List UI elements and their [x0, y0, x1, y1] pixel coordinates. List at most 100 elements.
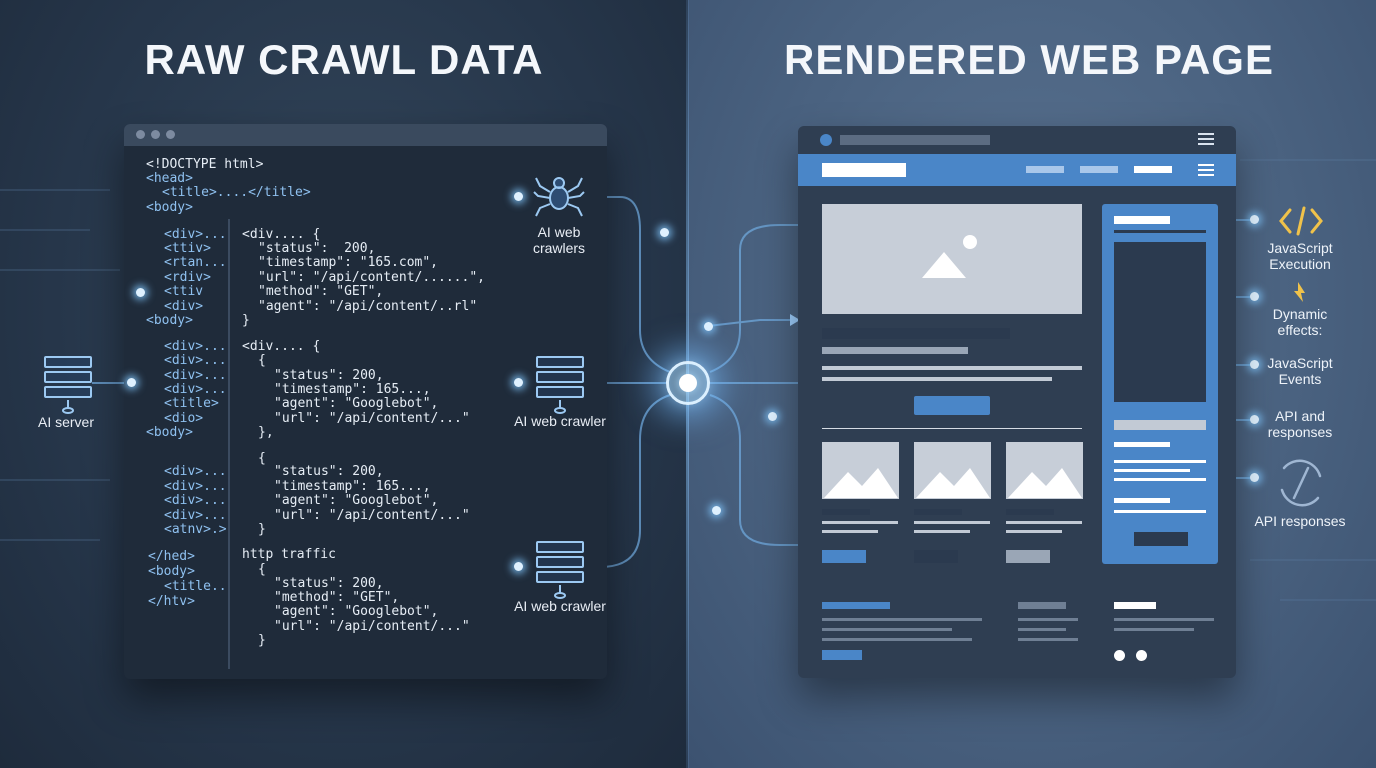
card-image — [914, 442, 991, 499]
image-placeholder-icon — [1008, 468, 1082, 498]
footer-heading — [1018, 602, 1066, 609]
card-button[interactable] — [822, 550, 866, 563]
json-line: "agent": "Googlebot", — [274, 493, 439, 508]
server-slab — [536, 386, 584, 398]
code-line: <div>... — [164, 479, 227, 494]
footer-line — [1114, 628, 1194, 631]
image-placeholder-icon — [922, 235, 977, 278]
json-line: } — [258, 522, 266, 537]
json-line: } — [258, 633, 266, 648]
nav-link[interactable] — [1080, 166, 1118, 173]
json-line: <div.... { — [242, 227, 321, 242]
server-slab — [536, 356, 584, 368]
browser-dot — [820, 134, 832, 146]
code-line: <div>... — [164, 464, 227, 479]
api-responses-label: API responses — [1254, 513, 1346, 529]
sidebar-link[interactable] — [1114, 498, 1170, 503]
code-line: <title> — [164, 396, 219, 411]
footer-button[interactable] — [822, 650, 862, 660]
json-line: "method": "GET", — [258, 284, 384, 299]
connector-dot — [1250, 360, 1259, 369]
code-line: </hed> — [148, 549, 195, 564]
code-line: <div>... — [164, 382, 227, 397]
section-divider — [822, 428, 1082, 429]
window-dot — [151, 130, 160, 139]
code-window: <!DOCTYPE html> <head> <title>....</titl… — [124, 124, 607, 679]
footer-line — [1018, 628, 1066, 631]
refresh-icon — [1280, 459, 1322, 507]
sidebar-link[interactable] — [1114, 442, 1170, 447]
social-icon[interactable] — [1114, 650, 1125, 661]
text-line — [1006, 530, 1062, 533]
card-button[interactable] — [914, 550, 958, 563]
json-line: <div.... { — [242, 339, 321, 354]
window-dot — [136, 130, 145, 139]
web-page-window — [798, 126, 1236, 678]
json-line: "status": 200, — [274, 368, 384, 383]
server-slab — [44, 371, 92, 383]
raw-crawl-title: RAW CRAWL DATA — [144, 36, 544, 83]
server-foot — [554, 407, 566, 414]
code-line: <ttiv> — [164, 241, 211, 256]
code-line: <body> — [146, 200, 193, 215]
rendered-page-title: RENDERED WEB PAGE — [784, 36, 1274, 83]
code-line: <dio> — [164, 411, 204, 426]
text-line — [822, 530, 878, 533]
code-line: </htv> — [148, 594, 195, 609]
connector-dot — [514, 192, 523, 201]
text-line — [1114, 510, 1206, 513]
code-line: <title.. — [164, 579, 227, 594]
connector-dot — [1250, 292, 1259, 301]
social-icon[interactable] — [1136, 650, 1147, 661]
code-line: <body> — [146, 313, 193, 328]
js-events-label: JavaScript Events — [1267, 355, 1333, 387]
code-line: <div>... — [164, 227, 227, 242]
server-icon — [44, 356, 92, 414]
spider-icon — [533, 177, 585, 217]
nav-link[interactable] — [1134, 166, 1172, 173]
code-line: <ttiv — [164, 284, 204, 299]
js-execution-label: JavaScript Execution — [1267, 240, 1333, 272]
json-line: "agent": "/api/content/..rl" — [258, 299, 478, 314]
sidebar-heading — [1114, 216, 1170, 224]
connector-dot — [712, 506, 721, 515]
card-button[interactable] — [1006, 550, 1050, 563]
text-line — [1114, 469, 1190, 472]
hero-image — [822, 204, 1082, 314]
hamburger-menu-icon[interactable] — [1198, 164, 1214, 176]
json-line: http traffic — [242, 547, 336, 562]
ai-web-crawler-label: AI web crawler — [514, 413, 606, 429]
footer-line — [1018, 618, 1078, 621]
sidebar-button[interactable] — [1134, 532, 1188, 546]
hamburger-menu-icon — [1198, 133, 1214, 145]
connector-dot — [514, 378, 523, 387]
server-slab — [536, 571, 584, 583]
code-gutter-line — [228, 219, 230, 669]
window-dot — [166, 130, 175, 139]
code-line: <!DOCTYPE html> — [146, 157, 264, 172]
footer-line — [1114, 618, 1214, 621]
sidebar-bar — [1114, 420, 1206, 430]
hero-cta-button[interactable] — [914, 396, 990, 415]
server-slab — [536, 556, 584, 568]
dynamic-effects-label: Dynamic effects: — [1272, 306, 1328, 338]
json-line: }, — [258, 425, 274, 440]
text-line — [914, 530, 970, 533]
nav-link[interactable] — [1026, 166, 1064, 173]
server-slab — [536, 541, 584, 553]
footer-heading — [822, 602, 890, 609]
lightning-icon — [1294, 282, 1305, 302]
connector-dot — [1250, 473, 1259, 482]
code-line: <head> — [146, 171, 193, 186]
text-line — [822, 521, 898, 524]
footer-line — [1018, 638, 1078, 641]
server-icon — [536, 541, 584, 599]
json-line: "timestamp": "165.com", — [258, 255, 439, 270]
connector-dot — [704, 322, 713, 331]
connector-dot — [1250, 215, 1259, 224]
card-title-bar — [1006, 509, 1054, 515]
server-foot — [62, 407, 74, 414]
text-line — [1114, 460, 1206, 463]
text-line — [822, 377, 1052, 381]
